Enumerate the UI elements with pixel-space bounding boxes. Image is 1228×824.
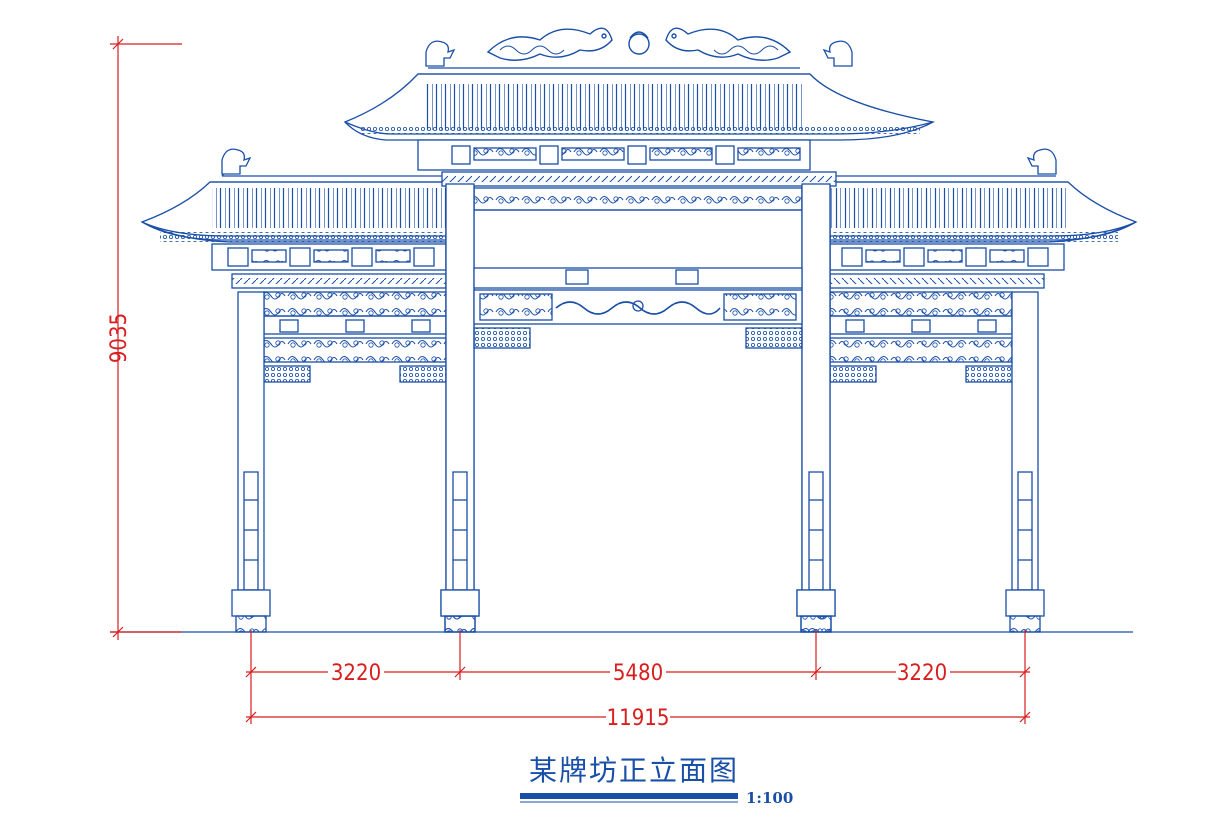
ridge-dragon-pair-icon bbox=[486, 27, 792, 61]
drawing-title: 某牌坊正立面图 bbox=[529, 754, 739, 787]
span-center-label: 5480 bbox=[613, 661, 663, 686]
central-right-column bbox=[796, 183, 836, 633]
title-underline-thick bbox=[520, 793, 738, 799]
central-top-frieze bbox=[473, 187, 803, 211]
central-main-beam bbox=[473, 267, 803, 289]
right-outer-column bbox=[1005, 291, 1045, 633]
central-right-chiwen-icon bbox=[822, 40, 853, 67]
central-roof bbox=[343, 67, 935, 171]
right-frieze-panel bbox=[829, 291, 1013, 317]
span-right-label: 3220 bbox=[897, 661, 947, 686]
drawing-scale: 1:100 bbox=[746, 789, 793, 807]
left-frieze-panel bbox=[263, 291, 447, 317]
left-chiwen-icon bbox=[221, 148, 252, 175]
right-carved-beam bbox=[829, 337, 1013, 363]
left-outer-column bbox=[231, 291, 271, 633]
central-left-column bbox=[440, 183, 480, 633]
right-side-roof bbox=[829, 175, 1138, 271]
span-left-label: 3220 bbox=[331, 661, 381, 686]
paifang-structure bbox=[110, 27, 1138, 633]
central-panel-dragon-icon bbox=[555, 301, 721, 315]
height-dimension-label: 9035 bbox=[107, 313, 132, 363]
dimension-lines bbox=[110, 36, 1031, 724]
left-side-roof bbox=[140, 163, 447, 271]
left-carved-beam bbox=[263, 337, 447, 363]
total-width-label: 11915 bbox=[607, 706, 670, 731]
central-left-chiwen-icon bbox=[425, 40, 456, 67]
right-chiwen-icon bbox=[1026, 148, 1057, 175]
